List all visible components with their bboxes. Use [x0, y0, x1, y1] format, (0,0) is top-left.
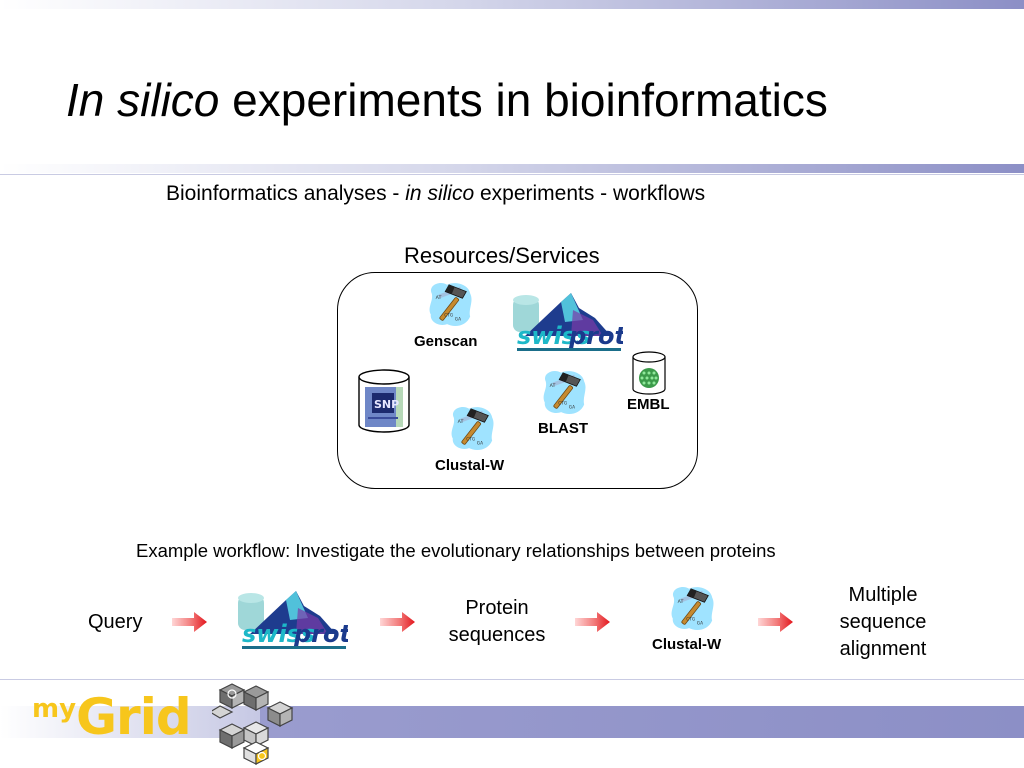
flow-msa-line1: Multiple [848, 584, 918, 606]
mygrid-cube-logo-icon [212, 683, 294, 765]
header-gradient-bar [0, 0, 1024, 9]
svg-text:SNP: SNP [374, 398, 399, 411]
flow-multiple-sequence-alignment: Multiple sequence alignment [820, 582, 946, 663]
flow-clustalw-label: Clustal-W [652, 636, 722, 653]
footer-band [200, 706, 1024, 738]
hammer-tool-icon [540, 368, 588, 416]
genscan-label: Genscan [414, 333, 478, 350]
database-cylinder-icon [632, 351, 666, 395]
snp-database-icon: SNP [358, 369, 410, 433]
subtitle-italic: in silico [405, 182, 475, 205]
swissprot-logo [513, 290, 623, 352]
hammer-tool-icon [448, 404, 496, 452]
slide-subtitle: Bioinformatics analyses - in silico expe… [166, 180, 705, 208]
arrow-right-icon [758, 610, 794, 634]
footer-thin-rule [0, 679, 1024, 680]
clustalw-label: Clustal-W [435, 457, 505, 474]
arrow-right-icon [172, 610, 208, 634]
title-thin-rule [0, 174, 1024, 175]
title-italic: In silico [66, 74, 220, 126]
logo-grid-text: Grid [76, 688, 192, 746]
embl-label: EMBL [627, 396, 670, 413]
hammer-tool-icon [668, 584, 716, 632]
flow-protein-line1: Protein [465, 597, 529, 619]
slide-title: In silico experiments in bioinformatics [66, 70, 828, 130]
blast-label: BLAST [538, 420, 588, 437]
flow-query: Query [88, 611, 143, 633]
flow-msa-line2: sequence [839, 611, 927, 633]
flow-msa-line3: alignment [839, 638, 927, 660]
subtitle-pre: Bioinformatics analyses - [166, 182, 406, 205]
flow-protein-sequences: Protein sequences [437, 595, 557, 649]
title-gradient-rule [0, 164, 1024, 173]
hammer-tool-icon [426, 280, 474, 328]
resources-box [337, 272, 698, 489]
arrow-right-icon [380, 610, 416, 634]
flow-protein-line2: sequences [448, 624, 546, 646]
subtitle-post: experiments - workflows [474, 182, 706, 205]
resources-label: Resources/Services [404, 243, 600, 268]
arrow-right-icon [575, 610, 611, 634]
title-rest: experiments in bioinformatics [219, 74, 828, 126]
logo-my-text: my [32, 694, 77, 724]
swissprot-logo [238, 588, 348, 650]
workflow-caption: Example workflow: Investigate the evolut… [136, 540, 776, 561]
